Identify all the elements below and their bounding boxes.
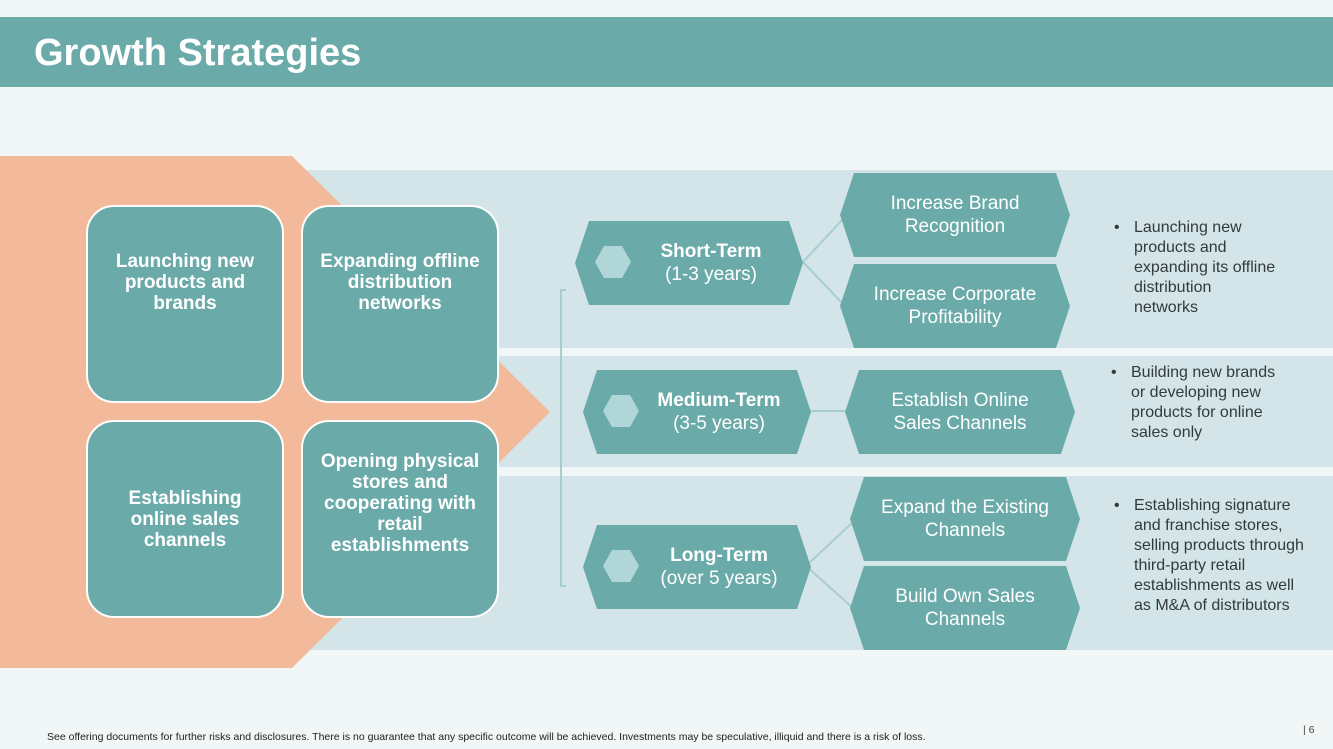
bullet-item: Building new brands or developing new pr… xyxy=(1111,363,1291,443)
bullet-item: Launching new products and expanding its… xyxy=(1114,218,1276,318)
strategy-label: Establishing online sales channels xyxy=(128,487,242,551)
connector-short-1 xyxy=(802,218,844,263)
term-bracket xyxy=(560,289,566,587)
hexagon-icon xyxy=(595,246,631,278)
strategy-label: Opening physical stores and cooperating … xyxy=(320,450,480,556)
term-years: (1-3 years) xyxy=(665,264,757,285)
term-long: Long-Term (over 5 years) xyxy=(583,525,811,609)
strategy-online-sales: Establishing online sales channels xyxy=(86,420,284,618)
term-short: Short-Term (1-3 years) xyxy=(575,221,803,305)
hexagon-icon xyxy=(603,395,639,427)
connector-long-1 xyxy=(805,521,854,567)
term-name: Short-Term xyxy=(660,241,762,262)
strategy-offline-distribution: Expanding offline distribution networks xyxy=(301,205,499,403)
goal-corporate-profitability: Increase Corporate Profitability xyxy=(840,264,1070,348)
bullet-item: Establishing signature and franchise sto… xyxy=(1114,496,1310,616)
medium-term-bullets: Building new brands or developing new pr… xyxy=(1111,363,1291,443)
long-term-bullets: Establishing signature and franchise sto… xyxy=(1114,496,1310,616)
page-title: Growth Strategies xyxy=(34,32,362,74)
connector-short-2 xyxy=(802,261,844,305)
term-years: (3-5 years) xyxy=(673,413,765,434)
connector-long-2 xyxy=(805,565,854,609)
strategy-launching-products: Launching new products and brands xyxy=(86,205,284,403)
goal-brand-recognition: Increase Brand Recognition xyxy=(840,173,1070,257)
hexagon-icon xyxy=(603,550,639,582)
disclaimer-footer: See offering documents for further risks… xyxy=(47,731,926,743)
term-name: Medium-Term xyxy=(657,390,781,411)
strategy-physical-stores: Opening physical stores and cooperating … xyxy=(301,420,499,618)
goal-own-sales-channels: Build Own Sales Channels xyxy=(850,566,1080,650)
strategy-label: Expanding offline distribution networks xyxy=(320,250,480,314)
term-medium: Medium-Term (3-5 years) xyxy=(583,370,811,454)
term-name: Long-Term xyxy=(670,545,768,566)
goal-online-sales: Establish Online Sales Channels xyxy=(845,370,1075,454)
title-bar xyxy=(0,17,1333,87)
page-number: | 6 xyxy=(1303,724,1315,736)
short-term-bullets: Launching new products and expanding its… xyxy=(1114,218,1276,318)
strategy-label: Launching new products and brands xyxy=(115,250,255,314)
goal-expand-channels: Expand the Existing Channels xyxy=(850,477,1080,561)
term-years: (over 5 years) xyxy=(660,568,778,589)
